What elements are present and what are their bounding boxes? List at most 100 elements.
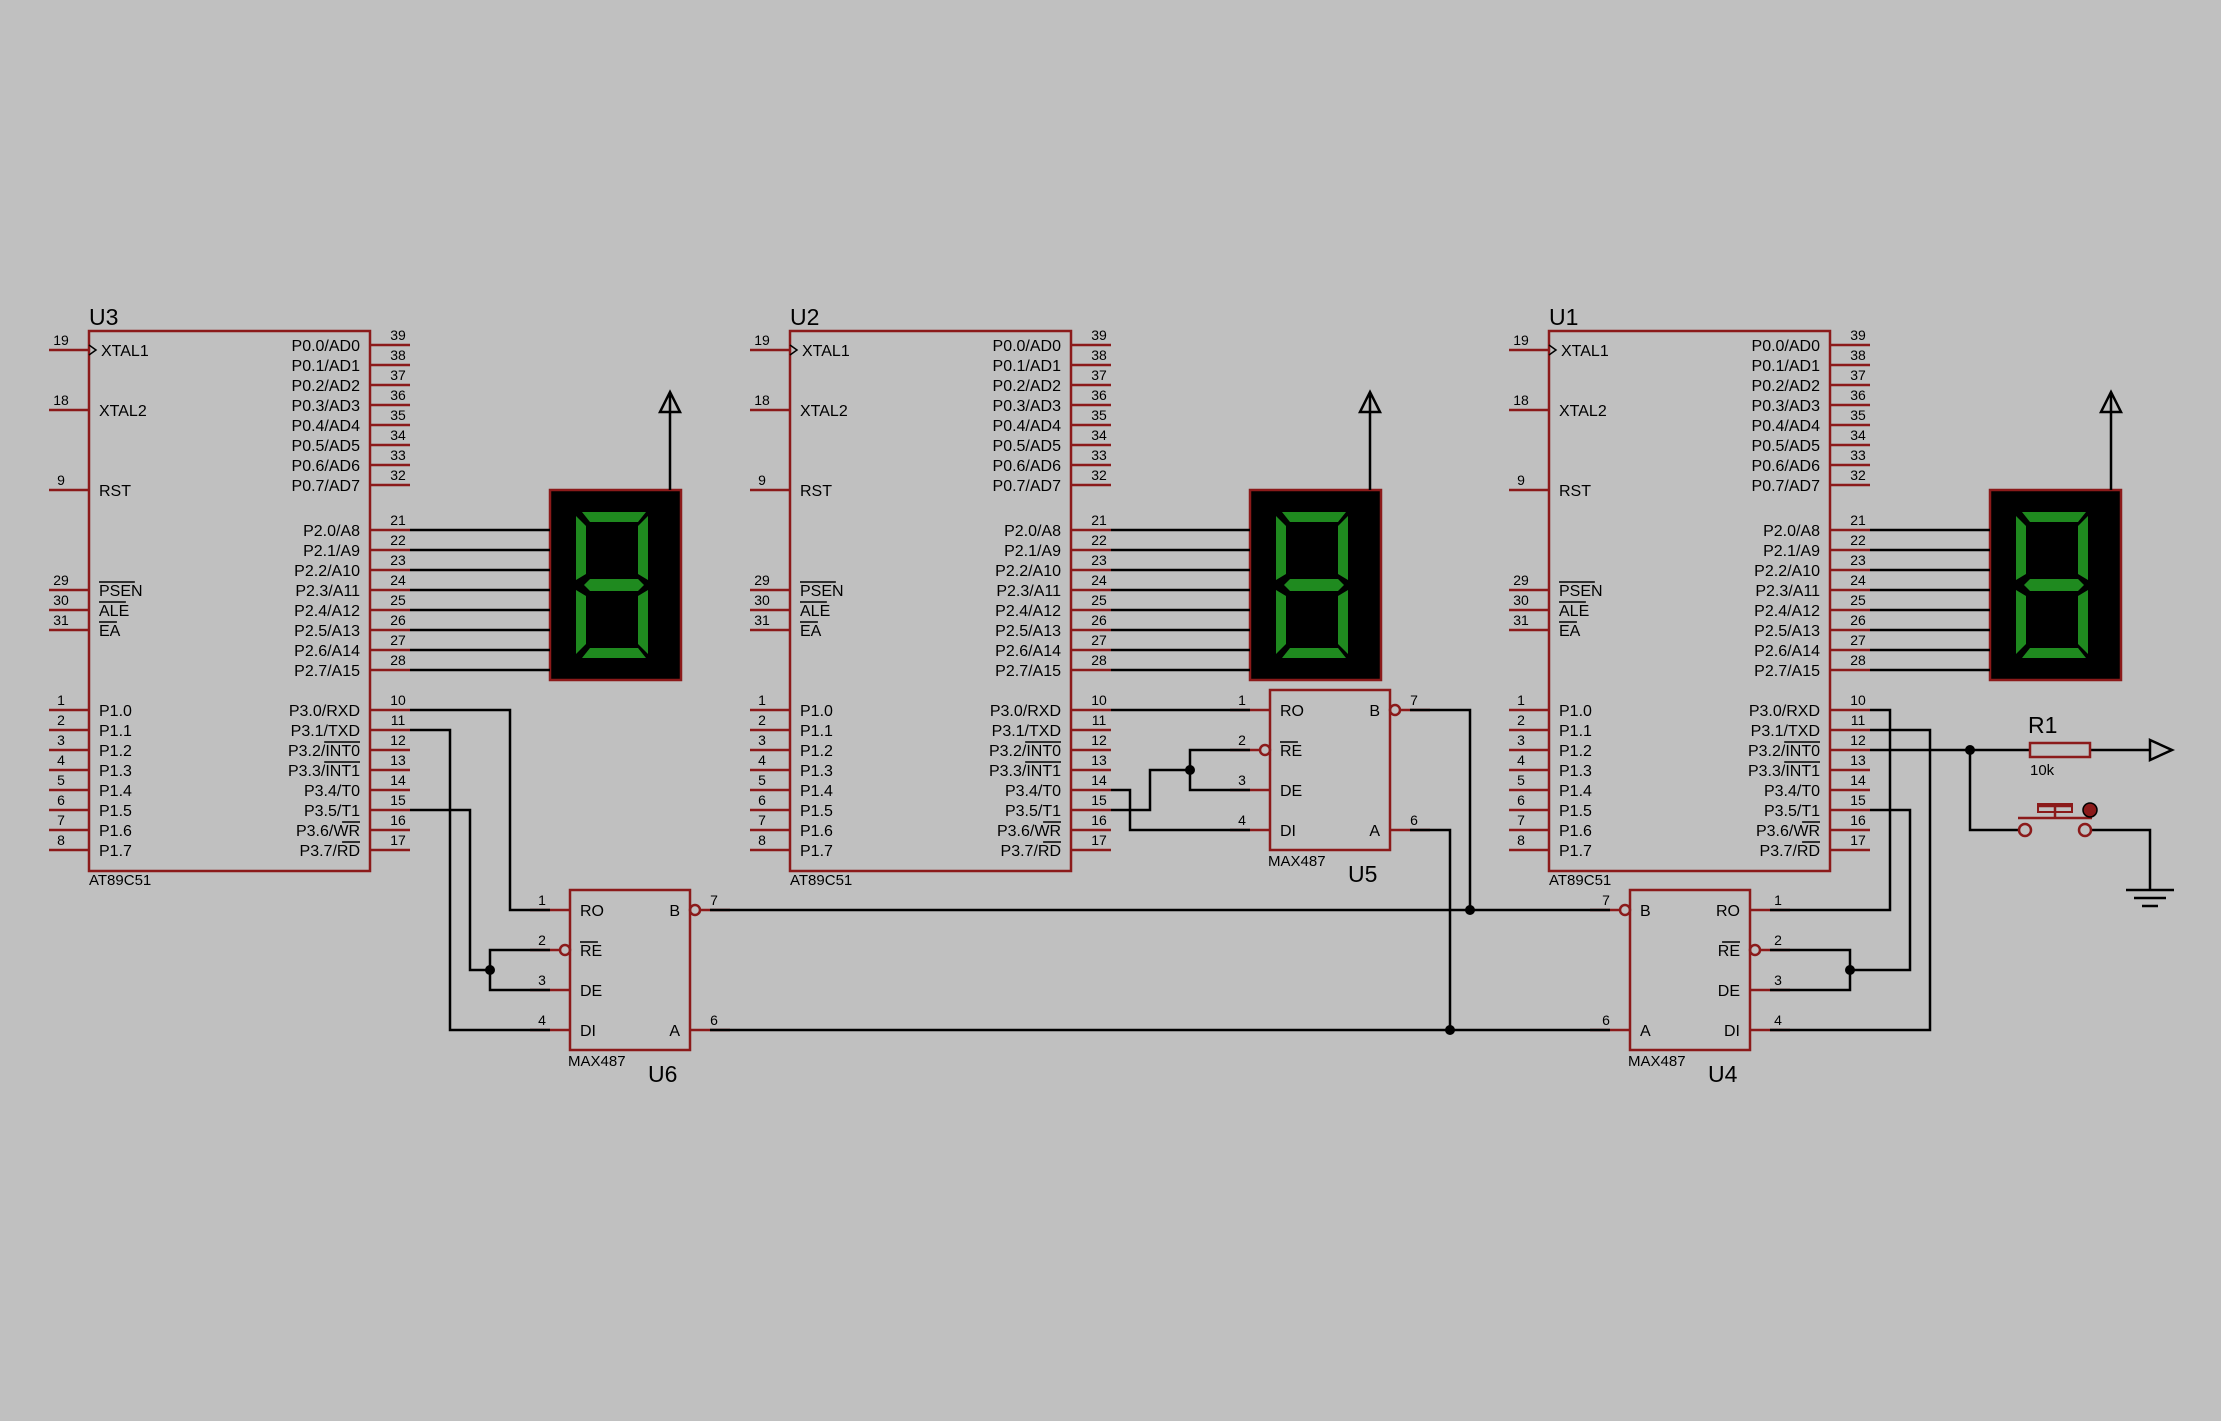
segment-c (1338, 590, 1348, 654)
pin-number: 1 (538, 892, 546, 908)
pin-number: 36 (1091, 387, 1107, 403)
pin-number: 6 (710, 1012, 718, 1028)
pin-label: P1.0 (800, 703, 833, 720)
mcu-u1[interactable]: U1 AT89C51 19XTAL118XTAL29RST29PSEN30ALE… (1509, 304, 1870, 889)
pin-label: P0.5/AD5 (1752, 438, 1821, 455)
pin-label: P0.2/AD2 (993, 378, 1062, 395)
pin-number: 29 (754, 572, 770, 588)
pin-number: 3 (1238, 772, 1246, 788)
pin-label: P2.7/A15 (294, 663, 360, 680)
mcu-u2-left-pins: 19XTAL118XTAL29RST29PSEN30ALE31EA1P1.02P… (750, 332, 850, 860)
pin-label: P3.5/T1 (304, 803, 360, 820)
pin-label: P1.7 (1559, 843, 1592, 860)
pin-number: 26 (1850, 612, 1866, 628)
resistor-body (2028, 741, 2092, 759)
max487-u5-part: MAX487 (1268, 853, 1326, 870)
pin-label: P2.7/A15 (995, 663, 1061, 680)
pin-label: EA (1559, 623, 1581, 640)
pin-label: P2.1/A9 (303, 543, 360, 560)
pin-label: P3.3/INT1 (288, 763, 360, 780)
pin-label: ALE (800, 603, 830, 620)
pin-label: P2.0/A8 (303, 523, 360, 540)
pin-label: RE (1280, 743, 1302, 760)
mcu-u2[interactable]: U2 AT89C51 19XTAL118XTAL29RST29PSEN30ALE… (750, 304, 1111, 889)
pin-label: P3.2/INT0 (1748, 743, 1820, 760)
segment-g (2024, 579, 2084, 591)
pin-number: 3 (57, 732, 65, 748)
pin-number: 22 (1850, 532, 1866, 548)
pin-number: 2 (758, 712, 766, 728)
mcu-u3[interactable]: U3 AT89C51 19XTAL118XTAL29RST29PSEN30ALE… (49, 304, 410, 889)
pin-number: 21 (390, 512, 406, 528)
segment-b (638, 516, 648, 580)
pin-label: P3.0/RXD (1749, 703, 1820, 720)
pin-number: 14 (1850, 772, 1866, 788)
pin-label: P2.3/A11 (996, 583, 1061, 600)
pin-number: 29 (53, 572, 69, 588)
pin-number: 4 (538, 1012, 546, 1028)
resistor-ref: R1 (2028, 712, 2057, 738)
pin-number: 7 (1410, 692, 1418, 708)
seven-seg-display-u2[interactable] (1248, 488, 1383, 682)
display-power-arrows (657, 389, 2124, 490)
pin-label: P1.4 (800, 783, 833, 800)
push-button[interactable] (2017, 802, 2098, 838)
invert-bubble (1748, 943, 1762, 957)
pin-label: P0.1/AD1 (292, 358, 361, 375)
pin-label: P1.3 (800, 763, 833, 780)
pin-number: 18 (754, 392, 770, 408)
pin-label: PSEN (1559, 583, 1603, 600)
junction-dots (485, 745, 1975, 1035)
pin-label: RO (580, 903, 604, 920)
segment-a (1282, 512, 1346, 522)
pin-number: 6 (1410, 812, 1418, 828)
pin-label: XTAL1 (101, 343, 149, 360)
pin-label: DI (1724, 1023, 1740, 1040)
pin-label: EA (800, 623, 822, 640)
pin-label: XTAL2 (1559, 403, 1607, 420)
pin-number: 30 (53, 592, 69, 608)
pin-label: P0.3/AD3 (1752, 398, 1821, 415)
mcu-u3-body (87, 329, 372, 873)
pin-number: 31 (1513, 612, 1529, 628)
mcu-u2-ref: U2 (790, 304, 819, 330)
pin-label: B (1369, 703, 1380, 720)
pin-label: P2.3/A11 (295, 583, 360, 600)
pin-label: P1.7 (99, 843, 132, 860)
pin-label: P1.1 (99, 723, 132, 740)
pin-label: P1.5 (99, 803, 132, 820)
pin-label: P1.5 (1559, 803, 1592, 820)
pin-number: 6 (1602, 1012, 1610, 1028)
pin-label: P2.0/A8 (1763, 523, 1820, 540)
pin-number: 15 (390, 792, 406, 808)
vcc-arrow (2148, 738, 2176, 762)
pin-label: P1.3 (1559, 763, 1592, 780)
pin-label: P2.6/A14 (995, 643, 1061, 660)
seven-seg-display-u3[interactable]: 8 (0, 0, 683, 682)
pin-number: 26 (390, 612, 406, 628)
pin-label: RE (1718, 943, 1740, 960)
pin-label: P2.1/A9 (1763, 543, 1820, 560)
display-digit (2016, 512, 2088, 658)
pin-label: P3.4/T0 (304, 783, 360, 800)
pin-label: P3.4/T0 (1005, 783, 1061, 800)
pin-number: 21 (1850, 512, 1866, 528)
pin-label: P3.0/RXD (990, 703, 1061, 720)
pin-number: 16 (390, 812, 406, 828)
segment-b (2078, 516, 2088, 580)
resistor-r1[interactable]: R1 10k (2028, 712, 2092, 779)
seven-seg-display-u1[interactable] (1988, 488, 2123, 682)
pin-label: P3.2/INT0 (288, 743, 360, 760)
pin-label: P0.1/AD1 (1752, 358, 1821, 375)
segment-d (582, 648, 646, 658)
pin-label: P1.4 (99, 783, 132, 800)
pin-label: A (669, 1023, 680, 1040)
pin-number: 15 (1850, 792, 1866, 808)
pin-label: P1.6 (1559, 823, 1592, 840)
max487-u5-ref: U5 (1348, 861, 1377, 887)
